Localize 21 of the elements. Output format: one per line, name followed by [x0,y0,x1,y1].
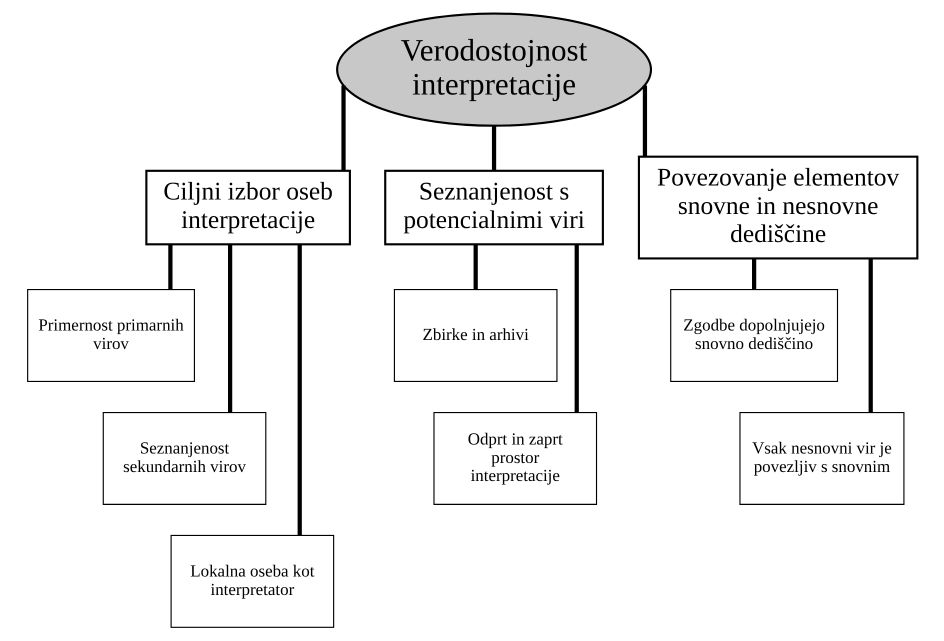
connector [868,258,872,412]
node-box: Ciljni izbor oseb interpretacije [144,170,350,246]
connector [642,85,647,156]
node-box: Zbirke in arhivi [393,288,558,382]
connector [473,244,478,290]
connector [491,126,496,170]
node-box: Odprt in zaprt prostor interpretacije [432,412,597,505]
node-box: Seznanjenost s potencialnimi viri [384,170,604,246]
connector [297,244,302,536]
connector [340,85,346,171]
connector [574,244,578,412]
node-box: Lokalna oseba kot interpretator [170,534,334,628]
node-box: Vsak nesnovni vir je povezljiv s snovnim [738,412,904,505]
node-box: Primernost primarnih virov [26,288,194,382]
node-ellipse: Verodostojnost interpretacije [336,12,652,127]
connector [228,244,232,412]
node-box: Zgodbe dopolnjujejo snovno dediščino [670,288,838,382]
node-box: Povezovanje elementov snovne in nesnovne dediščine [637,156,918,260]
node-box: Seznanjenost sekundarnih virov [102,412,266,505]
connector [168,244,172,290]
connector [751,258,756,290]
